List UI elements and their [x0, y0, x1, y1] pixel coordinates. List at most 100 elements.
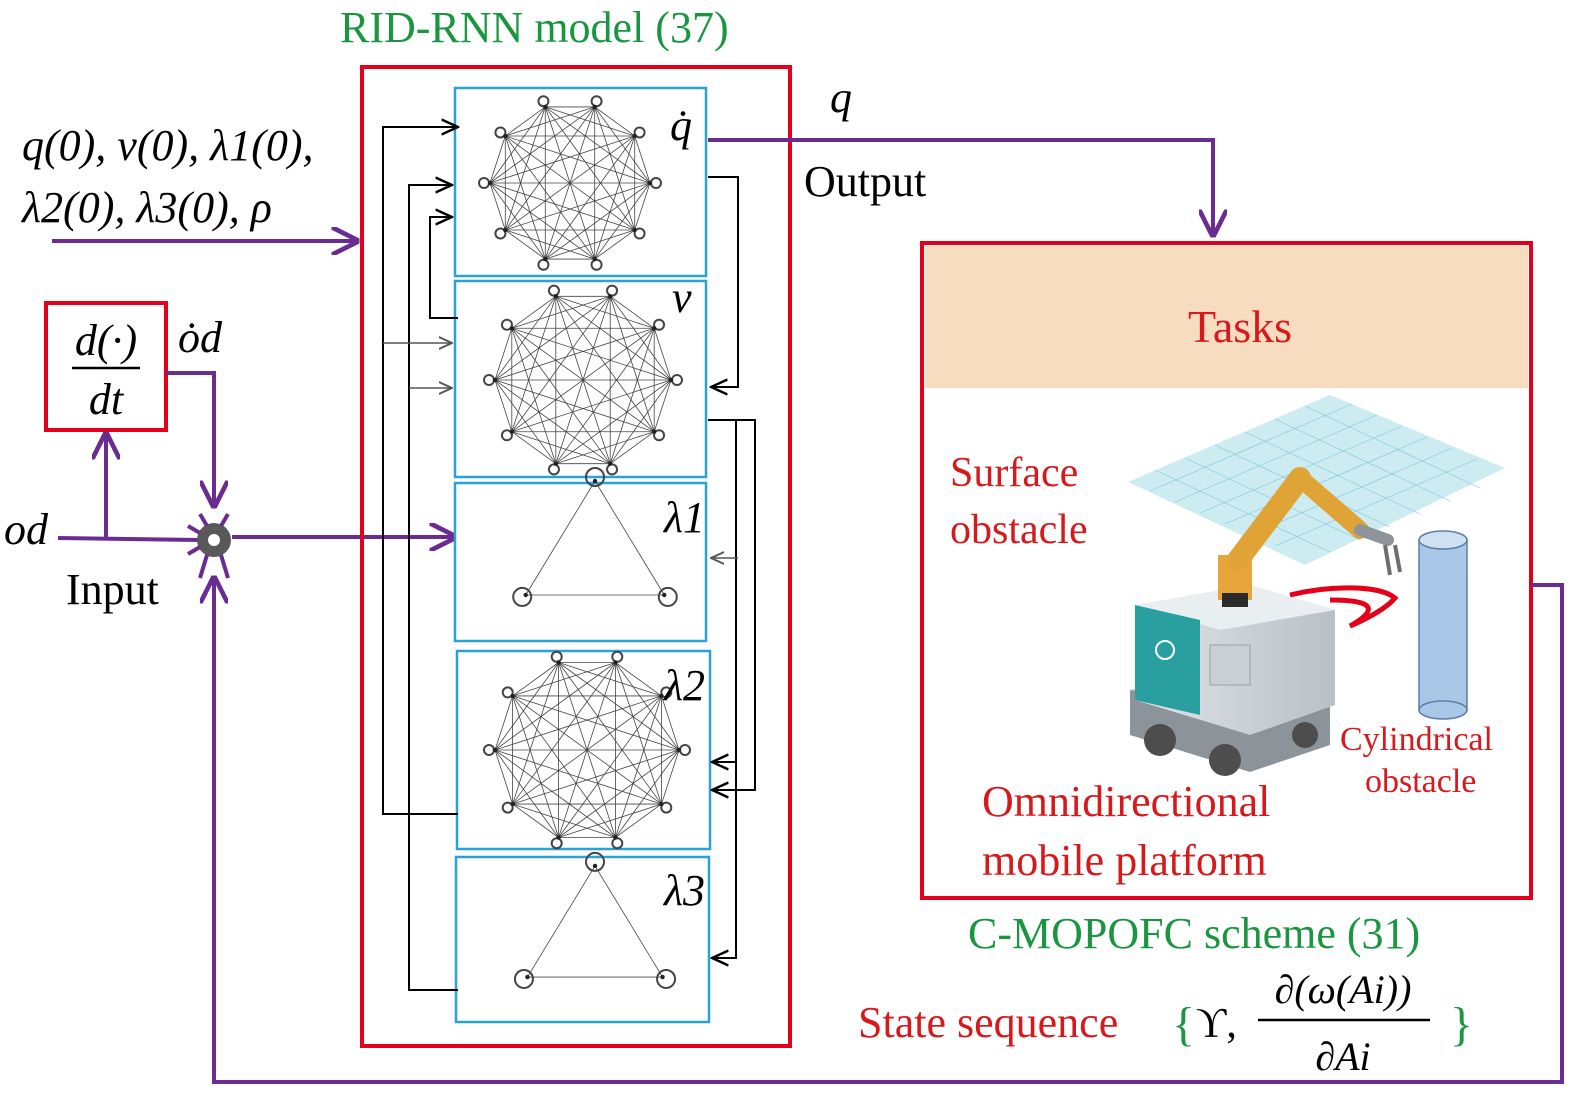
network-connection — [494, 328, 513, 381]
network-connection — [661, 695, 680, 751]
module-lambda3 — [454, 855, 711, 1024]
network-connection — [615, 662, 662, 805]
network-connection — [512, 803, 559, 838]
neuron — [668, 377, 674, 383]
neuron — [553, 461, 559, 466]
initial-conditions-line2: λ2(0), λ3(0), ρ — [20, 183, 272, 232]
network-connection — [544, 106, 596, 260]
neuron — [487, 180, 493, 186]
neuron-self-loop — [585, 851, 605, 872]
network-connection — [489, 182, 506, 231]
network-connection — [505, 229, 595, 260]
neuron — [492, 377, 498, 383]
neuron — [510, 801, 515, 807]
model-title: RID-RNN model (37) — [340, 3, 729, 52]
neuron-self-loop — [656, 968, 677, 989]
neuron — [553, 294, 559, 299]
arm-wrist — [1354, 524, 1394, 546]
cylindrical-obstacle-line1: Cylindrical — [1340, 721, 1493, 758]
neuron-self-loop — [494, 126, 507, 139]
network-connection — [609, 296, 655, 432]
module-lambda3-label: λ3 — [662, 866, 705, 915]
network-connection — [609, 328, 655, 464]
network-connection — [558, 662, 662, 697]
state-close-brace: } — [1450, 998, 1473, 1051]
network-connection — [504, 106, 546, 231]
teal-logo — [1155, 640, 1175, 660]
neuron — [556, 835, 561, 840]
platform-label-line1: Omnidirectional — [982, 777, 1270, 826]
state-feedback-arrow — [214, 578, 1564, 1084]
neuron-self-loop — [660, 801, 673, 814]
network-connection — [505, 135, 651, 184]
neuron — [592, 104, 597, 110]
neuron-self-loop — [657, 586, 678, 607]
network-connection — [511, 296, 557, 432]
arm-link-2 — [1291, 469, 1369, 539]
neuron — [556, 660, 561, 665]
robot-illustration — [1128, 395, 1505, 776]
neuron-self-loop — [633, 126, 646, 139]
network-connection — [494, 379, 513, 432]
network-connection — [545, 106, 635, 137]
network-connection — [615, 695, 662, 838]
neuron — [543, 256, 548, 262]
output-label: Output — [804, 157, 926, 206]
junction-arrow-left — [186, 524, 202, 535]
tasks-box — [920, 241, 1533, 900]
network-connection — [594, 229, 635, 260]
od-label: od — [4, 505, 49, 554]
network-connection — [489, 106, 546, 184]
cylinder-obstacle — [1418, 539, 1468, 711]
network-connection — [511, 431, 611, 465]
junction-arrow-bottom-a — [198, 554, 209, 579]
network-connection — [494, 379, 557, 464]
neuron-self-loop — [501, 686, 514, 699]
od-wire — [57, 536, 201, 542]
network-connection — [512, 803, 616, 838]
network-connection — [511, 328, 611, 464]
derivative-block — [44, 301, 168, 432]
module-lambda1 — [453, 481, 708, 643]
network-connection — [555, 296, 611, 464]
network-connection — [511, 295, 557, 329]
initial-conditions-line1: q(0), v(0), λ1(0), — [22, 121, 314, 170]
tasks-header-bg — [925, 246, 1528, 388]
network-connection — [555, 295, 655, 329]
module-q-dot-label: q̇ — [670, 101, 692, 150]
neuron — [509, 429, 515, 434]
junction-arrow-top-a — [198, 512, 209, 528]
network-connection — [544, 106, 636, 231]
network-connection — [545, 182, 651, 260]
module-q-dot — [453, 86, 708, 278]
network-connection — [512, 662, 559, 697]
network-connection — [615, 803, 662, 838]
trajectory-curve — [1289, 585, 1399, 629]
network-connection — [634, 182, 651, 231]
state-sequence-label: State sequence — [858, 998, 1118, 1047]
neuron — [659, 693, 664, 699]
q-output-label: q — [830, 73, 852, 122]
gripper — [1383, 544, 1402, 576]
neuron — [651, 429, 657, 434]
neuron — [647, 180, 653, 186]
network-connection — [494, 749, 662, 805]
network-connection — [489, 182, 595, 260]
lambda1-network — [512, 467, 678, 607]
module-v-label: v — [672, 273, 692, 322]
neuron-self-loop — [653, 318, 666, 331]
neuron — [543, 104, 548, 110]
surface-obstacle-line2: obstacle — [950, 507, 1088, 553]
neuron-self-loop — [585, 467, 605, 487]
network-connection — [494, 749, 559, 838]
neuron-self-loop — [660, 686, 673, 699]
network-connection — [512, 695, 680, 751]
network-connection — [494, 662, 559, 751]
network-connection — [545, 106, 651, 184]
network-connection — [512, 695, 616, 838]
neuron — [676, 747, 682, 753]
state-fraction-denominator: ∂Ai — [1315, 1034, 1370, 1079]
network-connection — [594, 106, 635, 137]
network-connection — [634, 135, 651, 184]
